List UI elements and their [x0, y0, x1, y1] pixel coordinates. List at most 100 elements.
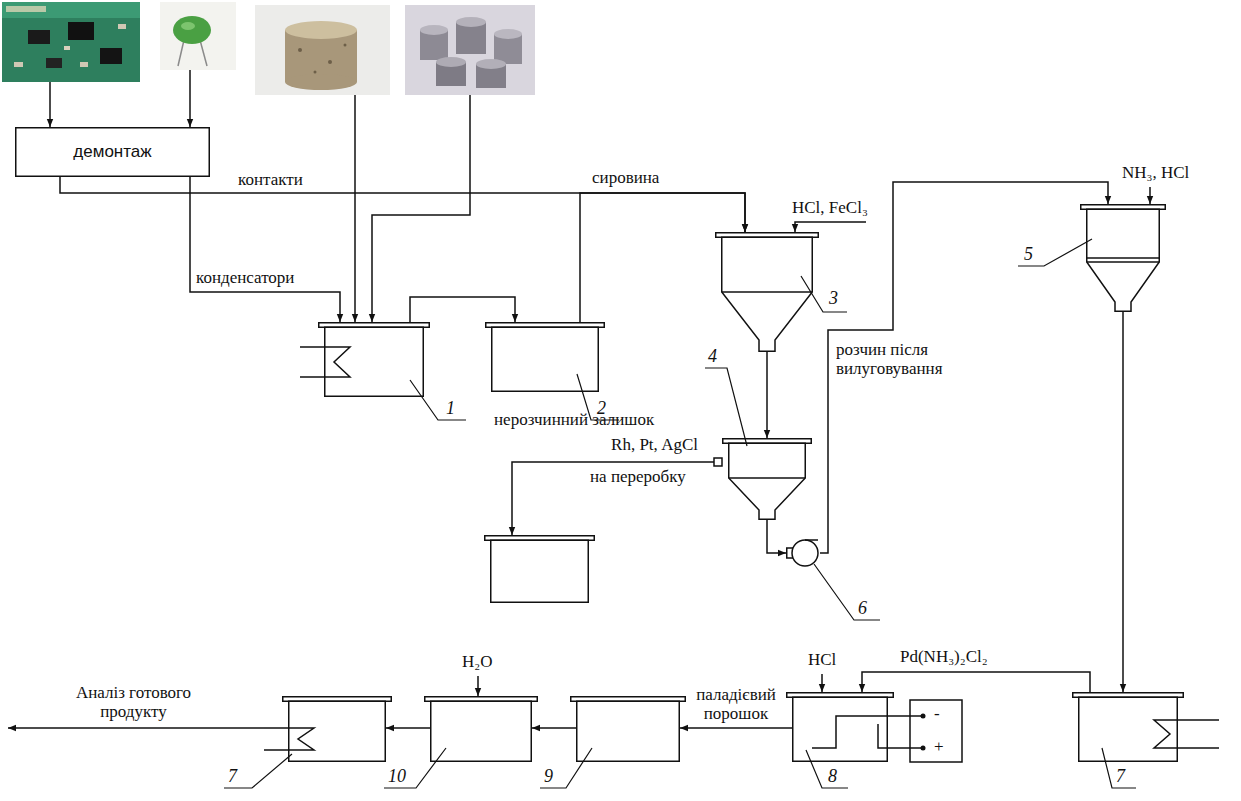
callout-number: 4 — [708, 346, 717, 366]
pellet — [476, 59, 506, 69]
product-label: Аналіз готового продукту — [46, 683, 221, 721]
vessel: 9 — [570, 696, 686, 762]
leader-line — [540, 748, 592, 788]
pellet — [436, 57, 466, 67]
terminal-dot — [921, 714, 926, 719]
reagent-label: HCl, FeCl₃ — [792, 198, 868, 217]
electrode-wire — [878, 724, 921, 748]
terminal-dot — [921, 746, 926, 751]
vessel-outline — [786, 692, 894, 762]
speckle — [314, 71, 317, 74]
polarity-sign: - — [934, 704, 940, 723]
photo-ground — [160, 2, 236, 70]
flow-label: контакти — [238, 170, 303, 189]
leader-line — [1102, 748, 1136, 788]
vessel-outline — [282, 696, 392, 762]
flow-arrow — [862, 672, 1090, 692]
cylinder-top — [285, 21, 357, 39]
component-shine — [181, 22, 195, 30]
vessel-outline — [1072, 692, 1184, 762]
callout-number: 8 — [828, 766, 837, 786]
pump-symbol — [792, 540, 818, 566]
hopper-body — [1087, 209, 1160, 311]
flow-arrow — [820, 182, 1108, 553]
heating-coil — [264, 728, 314, 750]
feed-line — [354, 95, 356, 322]
pump: 6 — [786, 538, 820, 568]
reagent-label: NH₃, HCl — [1122, 163, 1189, 182]
cylinder-photo — [255, 5, 390, 95]
callout-number: 7 — [1116, 766, 1125, 786]
smd-part — [80, 62, 88, 67]
callout-number: 1 — [446, 398, 455, 418]
vessel-outline — [424, 696, 538, 762]
process-box: демонтаж — [15, 127, 210, 177]
residue-line — [512, 462, 714, 535]
feed-line — [49, 82, 51, 127]
flow-arrow — [1122, 312, 1124, 692]
electrolyser: 8 — [786, 692, 894, 762]
filter: 4 — [722, 438, 812, 520]
pump-outlet — [805, 539, 818, 541]
flow-label: розчин після вилуговування — [836, 340, 966, 378]
component-lead — [178, 40, 184, 66]
leader-line — [384, 748, 446, 788]
leader-line — [224, 754, 292, 788]
residue-tank — [491, 540, 589, 602]
pellet — [456, 17, 486, 27]
pcb-board — [2, 2, 140, 18]
speckle — [328, 60, 332, 64]
vessel-body — [431, 701, 532, 761]
vessel: 2 — [485, 322, 605, 392]
leader-line — [705, 368, 747, 446]
flow-arrow — [680, 727, 792, 729]
vessel-body — [492, 327, 599, 391]
flow-arrow — [767, 520, 786, 553]
component-lead — [200, 40, 207, 66]
dryer-vessel: 7 — [282, 696, 392, 762]
polarity-sign: + — [934, 737, 944, 756]
pcb-trace — [6, 6, 46, 12]
power-supply — [910, 700, 962, 762]
box-label: демонтаж — [73, 142, 151, 162]
vessel-outline — [570, 696, 686, 762]
flow-arrow — [386, 727, 430, 729]
reagent-label: HCl — [808, 650, 836, 669]
callout-number: 3 — [829, 288, 838, 308]
reagent-label: H₂O — [462, 652, 492, 671]
vessel-body — [1079, 697, 1178, 761]
callout-number: 7 — [228, 766, 237, 786]
flow-arrow — [190, 177, 340, 322]
flow-label: сировина — [592, 168, 659, 187]
flow-arrow — [766, 352, 768, 438]
reagent-line — [1149, 187, 1151, 204]
leader-line — [410, 380, 466, 420]
feed-line — [189, 70, 191, 127]
side-outlet — [714, 458, 722, 466]
smd-part — [14, 62, 23, 67]
chip — [68, 22, 94, 40]
speckle — [298, 48, 302, 52]
heating-coil — [1154, 720, 1219, 748]
reagent-line — [795, 222, 866, 232]
flow-label: конденсатори — [196, 268, 294, 287]
filter-plate — [1087, 257, 1160, 259]
hopper-seam — [729, 477, 806, 479]
leader-line — [801, 276, 847, 312]
vessel-body — [577, 701, 680, 761]
box-outline — [16, 128, 210, 177]
reactor-vessel: 1 — [318, 322, 430, 397]
callout-number: 6 — [858, 598, 867, 618]
speckle — [344, 44, 347, 47]
smd-part — [64, 46, 70, 50]
pellet — [420, 25, 448, 35]
leader-line — [814, 564, 880, 620]
vessel-outline — [1080, 204, 1166, 312]
leader-line — [806, 750, 848, 788]
electrode-wire — [812, 716, 921, 748]
component-body — [173, 16, 211, 44]
residue-label: нерозчинний залишок — [494, 410, 654, 429]
